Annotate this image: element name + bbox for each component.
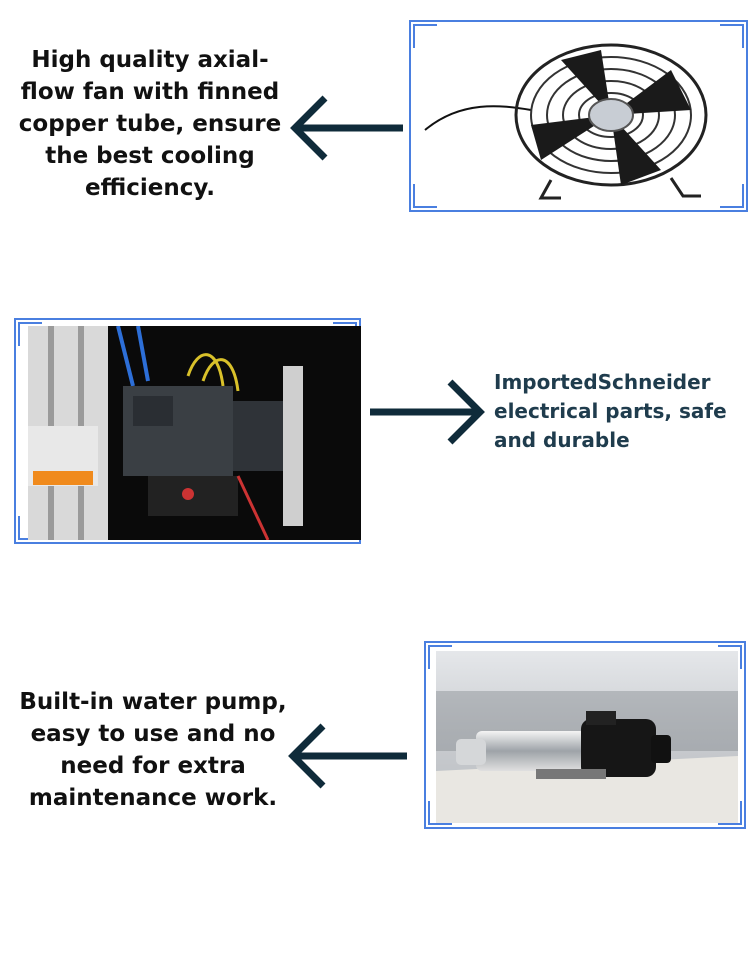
electrical-panel-image [28, 326, 361, 540]
water-pump-image [436, 651, 738, 823]
pump-feature-text: Built-in water pump, easy to use and no … [19, 689, 287, 811]
arrow-left-icon [290, 95, 403, 161]
panel-image-frame [14, 318, 361, 544]
arrow-left-icon [288, 723, 407, 789]
panel-feature-text: ImportedSchneider electrical parts, safe… [494, 370, 727, 452]
arrow-right-icon [370, 379, 485, 445]
pump-image-frame [424, 641, 746, 829]
fan-feature-text: High quality axial-flow fan with finned … [18, 47, 282, 201]
axial-fan-image [421, 30, 736, 202]
fan-image-frame [409, 20, 748, 212]
